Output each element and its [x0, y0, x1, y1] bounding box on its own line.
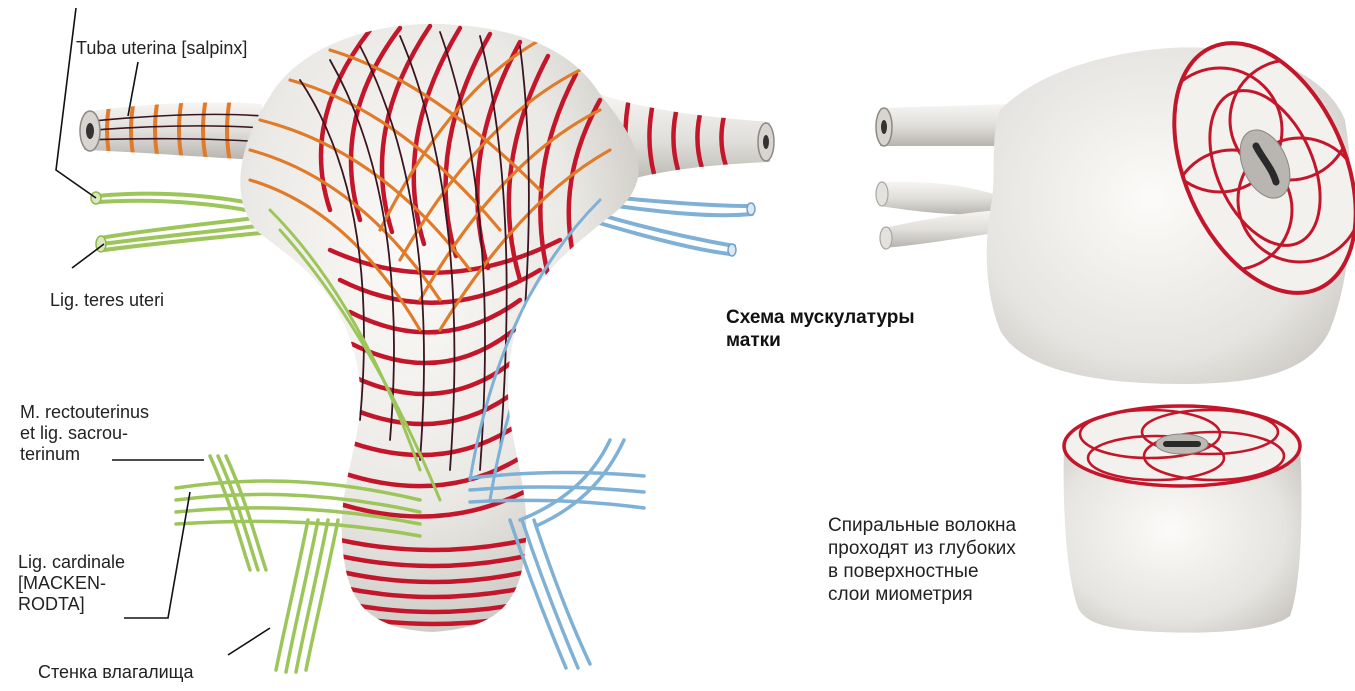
label-m-rectouterinus-line3: terinum	[20, 444, 149, 465]
label-lig-cardinale-line2: [MACKEN-	[18, 573, 125, 594]
label-m-rectouterinus-line1: M. rectouterinus	[20, 402, 149, 423]
label-lig-teres-uteri: Lig. teres uteri	[50, 290, 164, 311]
label-m-rectouterinus-line2: et lig. sacrou-	[20, 423, 149, 444]
spiral-fibers-note-line4: слои миометрия	[828, 583, 1016, 606]
spiral-fibers-note-line1: Спиральные волокна	[828, 514, 1016, 537]
label-lig-cardinale: Lig. cardinale [MACKEN- RODTA]	[18, 552, 125, 615]
label-tuba-uterina: Tuba uterina [salpinx]	[76, 38, 247, 59]
label-lig-cardinale-line1: Lig. cardinale	[18, 552, 125, 573]
figure-caption-line1: Схема мускулатуры	[726, 306, 915, 329]
figure-caption-line2: матки	[726, 329, 915, 352]
figure-caption: Схема мускулатуры матки	[726, 306, 915, 352]
uterus-3d-model	[80, 24, 774, 672]
cervix-section-model	[1064, 406, 1302, 633]
label-vagina-wall: Стенка влагалища	[38, 662, 194, 683]
spiral-fibers-note-line3: в поверхностные	[828, 560, 1016, 583]
label-m-rectouterinus: M. rectouterinus et lig. sacrou- terinum	[20, 402, 149, 465]
uterus-section-model	[876, 15, 1355, 384]
left-tube	[84, 102, 262, 160]
spiral-fibers-note-line2: проходят из глубоких	[828, 537, 1016, 560]
spiral-fibers-note: Спиральные волокна проходят из глубоких …	[828, 514, 1016, 606]
label-lig-cardinale-line3: RODTA]	[18, 594, 125, 615]
